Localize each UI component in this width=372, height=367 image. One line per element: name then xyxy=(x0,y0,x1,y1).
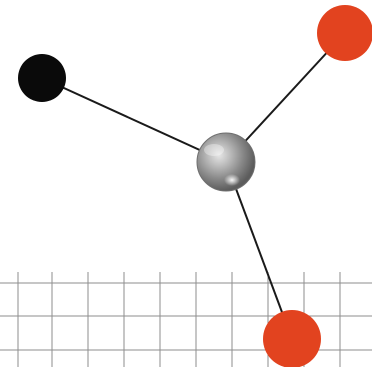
atom-black xyxy=(18,54,66,102)
bond-black xyxy=(41,77,227,163)
atom-center-highlight xyxy=(224,174,240,186)
atom-center xyxy=(196,132,256,192)
atom-red-top xyxy=(317,5,372,61)
bond-red-bottom xyxy=(225,161,293,340)
atoms xyxy=(18,5,372,367)
bonds xyxy=(41,33,345,340)
atom-red-bottom xyxy=(263,310,321,367)
